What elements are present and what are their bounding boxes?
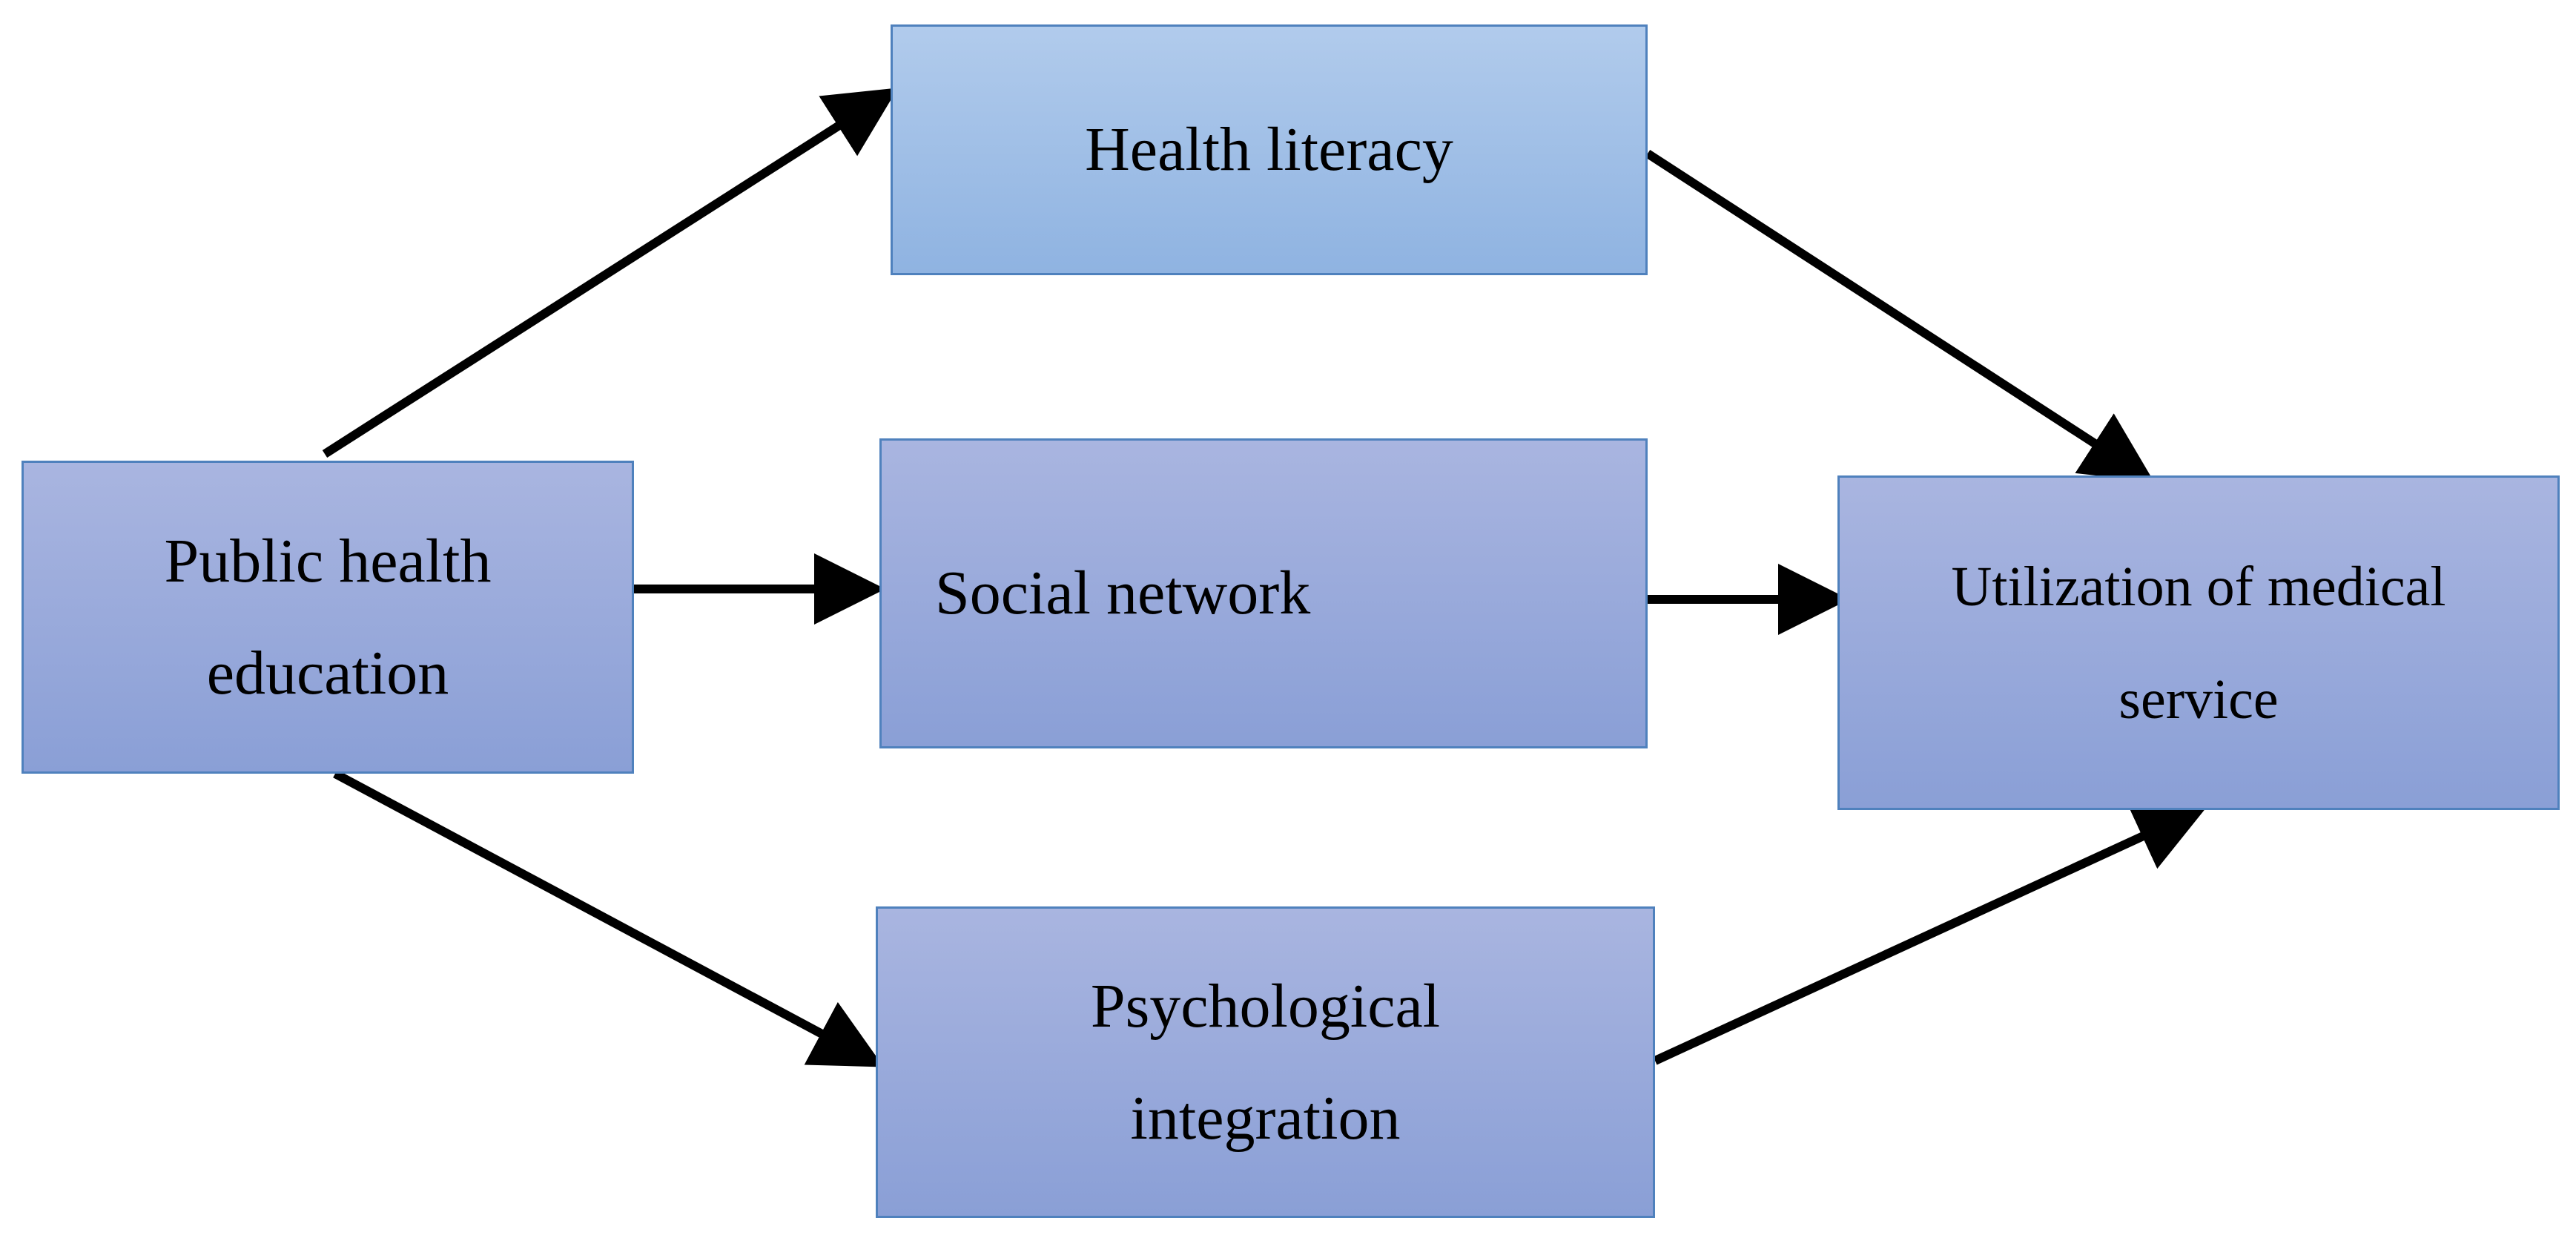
node-utilization-of-medical-service: Utilization of medical service [1837, 475, 2560, 810]
node-social-network: Social network [879, 438, 1648, 748]
node-psychological-integration: Psychological integration [876, 906, 1655, 1218]
node-social-network-label: Social network [935, 559, 1311, 628]
arrow-education-to-health-literacy [322, 88, 899, 458]
node-public-health-education: Public health education [22, 461, 634, 774]
node-utilization-of-medical-service-label: Utilization of medical service [1951, 555, 2446, 731]
arrow-psychological-integration-to-utilization [1653, 804, 2207, 1065]
node-public-health-education-label: Public health education [164, 526, 492, 708]
node-health-literacy-label: Health literacy [1085, 115, 1453, 185]
node-psychological-integration-label: Psychological integration [1090, 971, 1441, 1153]
arrow-health-literacy-to-utilization [1645, 149, 2155, 482]
node-health-literacy: Health literacy [891, 24, 1648, 275]
arrow-education-to-psychological-integration [333, 769, 884, 1067]
